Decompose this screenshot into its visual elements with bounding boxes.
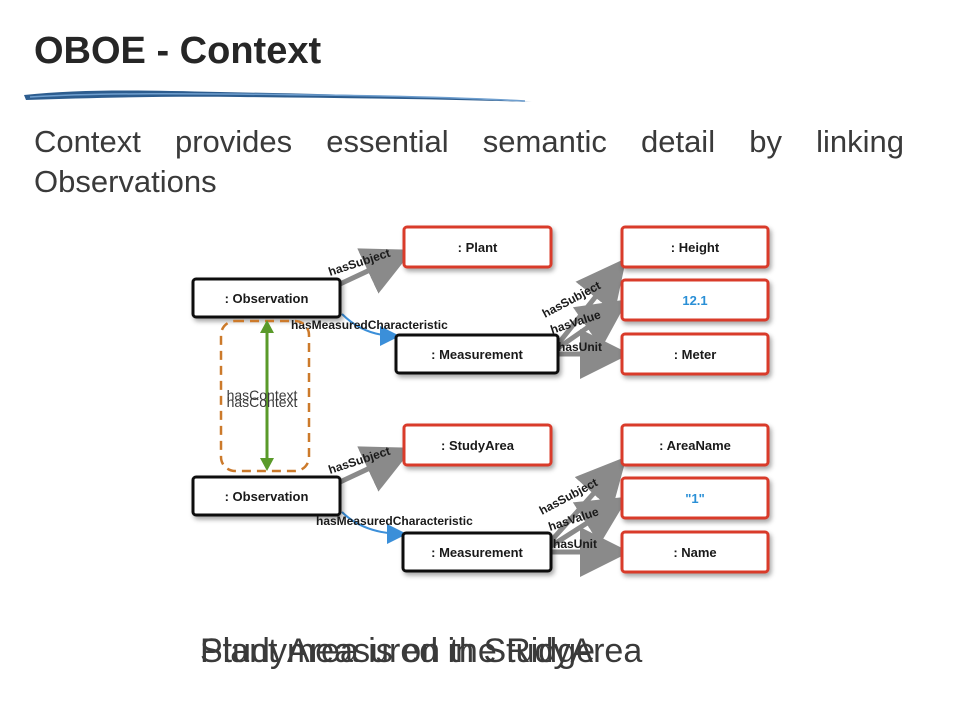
top-value-node	[620, 278, 770, 322]
top-observation-label: : Observation	[225, 291, 309, 306]
top-observation-node	[191, 277, 342, 319]
top-unit-label: : Meter	[674, 347, 717, 362]
bottom-subject-label: : StudyArea	[441, 438, 515, 453]
top-unit-node	[620, 332, 770, 376]
caption-plant-measured: Plant measured in StudyArea	[200, 632, 643, 670]
context-label-a: hasContext	[227, 387, 298, 403]
bottom-unit-label: : Name	[673, 545, 716, 560]
slide-title: OBOE - Context	[34, 30, 322, 72]
slide-subtitle: Context provides essential semantic deta…	[34, 124, 904, 199]
bottom-unit-node	[620, 530, 770, 574]
edge-top-measured-link	[341, 313, 400, 346]
bottom-characteristic-node	[620, 423, 770, 467]
bottom-measurement-label: : Measurement	[431, 545, 523, 560]
context-label-b: hasContext	[227, 394, 298, 410]
bottom-observation-node	[191, 475, 342, 517]
top-subject-node	[402, 225, 553, 269]
context-dashed-box	[219, 319, 311, 473]
top-subject-label: : Plant	[458, 240, 498, 255]
top-characteristic-node	[620, 225, 770, 269]
context-arrow-head-up	[260, 320, 274, 333]
bottom-observation-label: : Observation	[225, 489, 309, 504]
bottom-measurement-node	[401, 531, 553, 573]
bottom-hasmeasuredcharacteristic-label: hasMeasuredCharacteristic	[316, 514, 473, 528]
bottom-value-label: "1"	[685, 491, 705, 506]
top-value-label: 12.1	[682, 293, 707, 308]
context-arrow-head-down	[260, 458, 274, 471]
edge-top-hassubject	[338, 248, 414, 294]
bottom-characteristic-label: : AreaName	[659, 438, 731, 453]
top-characteristic-label: : Height	[671, 240, 720, 255]
bottom-value-node	[620, 476, 770, 520]
bottom-subject-node	[402, 423, 553, 467]
top-measurement-node	[394, 333, 560, 375]
top-hasunit-label: hasUnit	[558, 340, 602, 354]
brush-stroke-decoration	[24, 90, 532, 102]
edge-bottom-hasvalue	[549, 496, 629, 549]
top-measurement-label: : Measurement	[431, 347, 523, 362]
caption-studyarea-ridge: StudyArea is on the Ridge	[200, 632, 596, 670]
top-hasmeasuredcharacteristic-label: hasMeasuredCharacteristic	[291, 318, 448, 332]
bottom-hasunit-label: hasUnit	[553, 537, 597, 551]
edge-bottom-hassubject	[338, 446, 414, 492]
edge-top-hasvalue	[556, 299, 629, 351]
edge-bottom-measured-link	[341, 511, 407, 544]
